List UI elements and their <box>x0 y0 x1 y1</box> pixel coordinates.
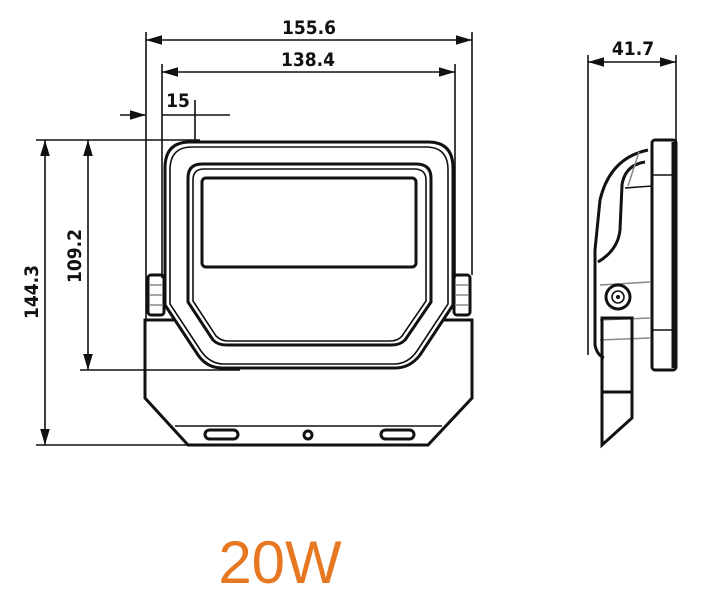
dimension-inner-width: 138.4 <box>161 49 456 278</box>
mounting-slot <box>379 428 416 441</box>
mounting-hole <box>302 429 314 441</box>
svg-text:144.3: 144.3 <box>21 265 43 319</box>
svg-text:15: 15 <box>166 90 190 112</box>
side-bracket <box>600 316 634 449</box>
housing-frame <box>163 140 455 370</box>
hinge-knob-right <box>452 273 472 317</box>
front-view <box>143 140 474 447</box>
dimension-depth: 41.7 <box>587 38 677 355</box>
dimension-overall-width: 155.6 <box>145 17 473 320</box>
svg-text:41.7: 41.7 <box>612 38 654 60</box>
led-window <box>200 176 418 269</box>
mounting-bracket <box>143 318 474 447</box>
mounting-slot <box>203 428 240 441</box>
adjustment-knob <box>604 283 632 311</box>
svg-text:109.2: 109.2 <box>64 229 86 283</box>
side-view <box>593 138 678 449</box>
wattage-label: 20W <box>218 529 342 596</box>
hinge-knob-left <box>146 273 166 317</box>
dimension-frame-height: 109.2 <box>64 140 240 371</box>
svg-text:155.6: 155.6 <box>282 17 336 39</box>
svg-text:138.4: 138.4 <box>281 49 335 71</box>
dimension-overall-height: 144.3 <box>21 139 200 446</box>
